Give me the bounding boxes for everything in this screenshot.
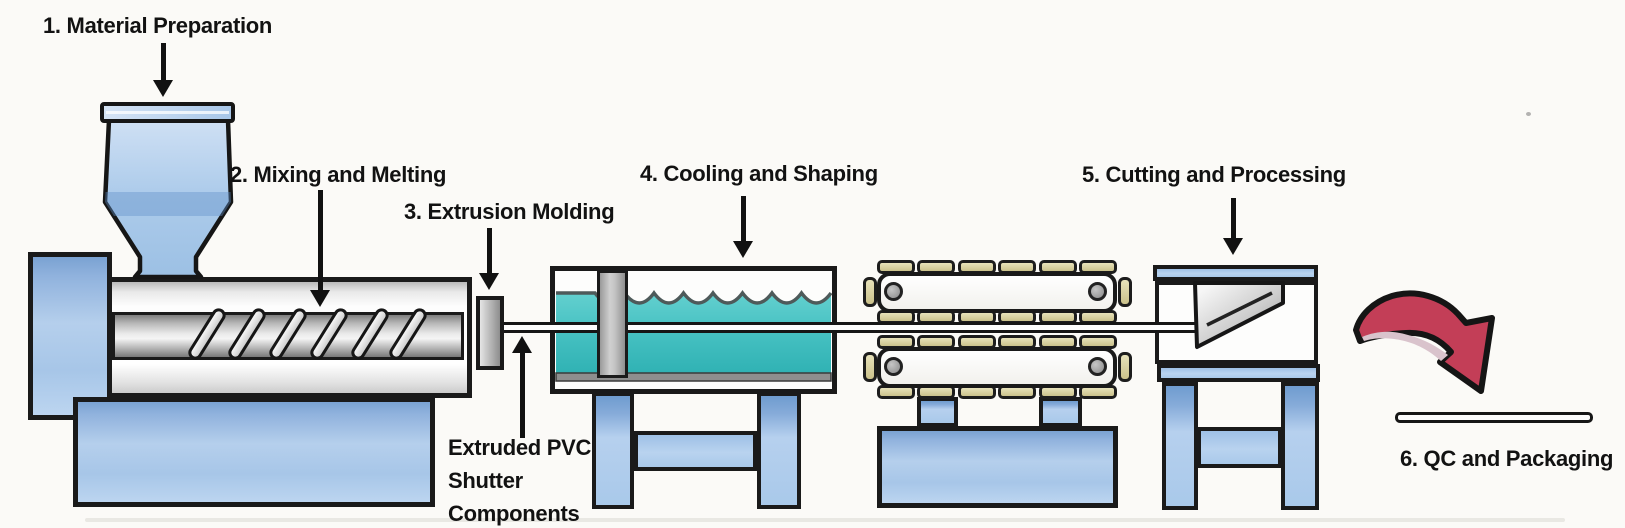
hauloff-post-left (917, 397, 958, 427)
step-label-material-preparation: 1. Material Preparation (43, 13, 273, 38)
down-arrow-icon-step1 (152, 43, 174, 97)
track-end-cap (1118, 277, 1132, 307)
arrow-shaft (1230, 198, 1236, 238)
water-wave-line (556, 290, 833, 305)
cutter-leg-left (1162, 382, 1198, 510)
arrow-head (310, 290, 330, 307)
arrow-shaft (317, 190, 323, 290)
hauloff-track-top (877, 272, 1117, 313)
extruder-base (73, 397, 435, 507)
track-roller (1088, 282, 1107, 301)
arrow-shaft (160, 43, 166, 80)
qc-arrow-underside (1362, 331, 1448, 361)
arrow-head (1223, 238, 1243, 255)
step-label-extrusion-molding: 3. Extrusion Molding (404, 199, 615, 224)
scan-artifact-streak (85, 518, 1565, 522)
down-arrow-icon-step4 (732, 196, 754, 258)
up-arrow-icon-annotation (511, 336, 533, 438)
arrow-shaft (486, 228, 492, 273)
arrow-head (479, 273, 499, 290)
annotation-line-3: Components (448, 501, 580, 526)
down-arrow-icon-step3 (478, 228, 500, 290)
tank-support-post (597, 270, 628, 378)
hauloff-base (877, 426, 1118, 508)
track-end-cap (863, 352, 877, 382)
down-arrow-icon-step2 (309, 190, 331, 307)
pvc-profile-line (502, 322, 1199, 333)
tank-leg-right (757, 392, 801, 509)
qc-curved-arrow-icon (1353, 290, 1495, 394)
cutter-shelf (1157, 364, 1320, 382)
hopper-body (102, 117, 234, 280)
arrow-head (512, 336, 532, 353)
down-arrow-icon-step5 (1222, 198, 1244, 255)
extruder-die (476, 296, 504, 370)
step-label-mixing-melting: 2. Mixing and Melting (230, 162, 447, 187)
annotation-extruded-pvc: Extruded PVC Shutter Components (448, 431, 591, 528)
track-roller (884, 282, 903, 301)
material-hopper (100, 102, 235, 280)
tank-bottom-rail (555, 372, 832, 382)
pvc-slat (1395, 412, 1593, 423)
cutter-crossbar (1197, 427, 1282, 468)
blade-edge-line (1206, 291, 1273, 327)
arrow-head (733, 241, 753, 258)
scan-artifact-speck (1526, 112, 1531, 116)
track-end-cap (1118, 352, 1132, 382)
track-roller (1088, 357, 1107, 376)
arrow-shaft (519, 353, 525, 438)
hopper-shadow-band (105, 192, 231, 216)
track-roller (884, 357, 903, 376)
tank-leg-left (592, 392, 634, 509)
annotation-line-1: Extruded PVC (448, 435, 592, 460)
track-end-cap (863, 277, 877, 307)
step-label-cooling-shaping: 4. Cooling and Shaping (640, 161, 878, 186)
tank-crossbar (634, 431, 757, 471)
cutter-table-top (1153, 265, 1318, 281)
annotation-line-2: Shutter (448, 468, 523, 493)
cutter-blade (1193, 281, 1285, 349)
hauloff-track-bottom (877, 347, 1117, 388)
step-label-cutting-processing: 5. Cutting and Processing (1082, 162, 1346, 187)
step-label-qc-packaging: 6. QC and Packaging (1400, 446, 1614, 471)
arrow-head (153, 80, 173, 97)
extruder-motor (28, 252, 112, 420)
arrow-shaft (740, 196, 746, 241)
hopper-lid-highlight (106, 111, 229, 114)
hauloff-post-right (1039, 397, 1082, 427)
cutter-leg-right (1281, 382, 1319, 510)
